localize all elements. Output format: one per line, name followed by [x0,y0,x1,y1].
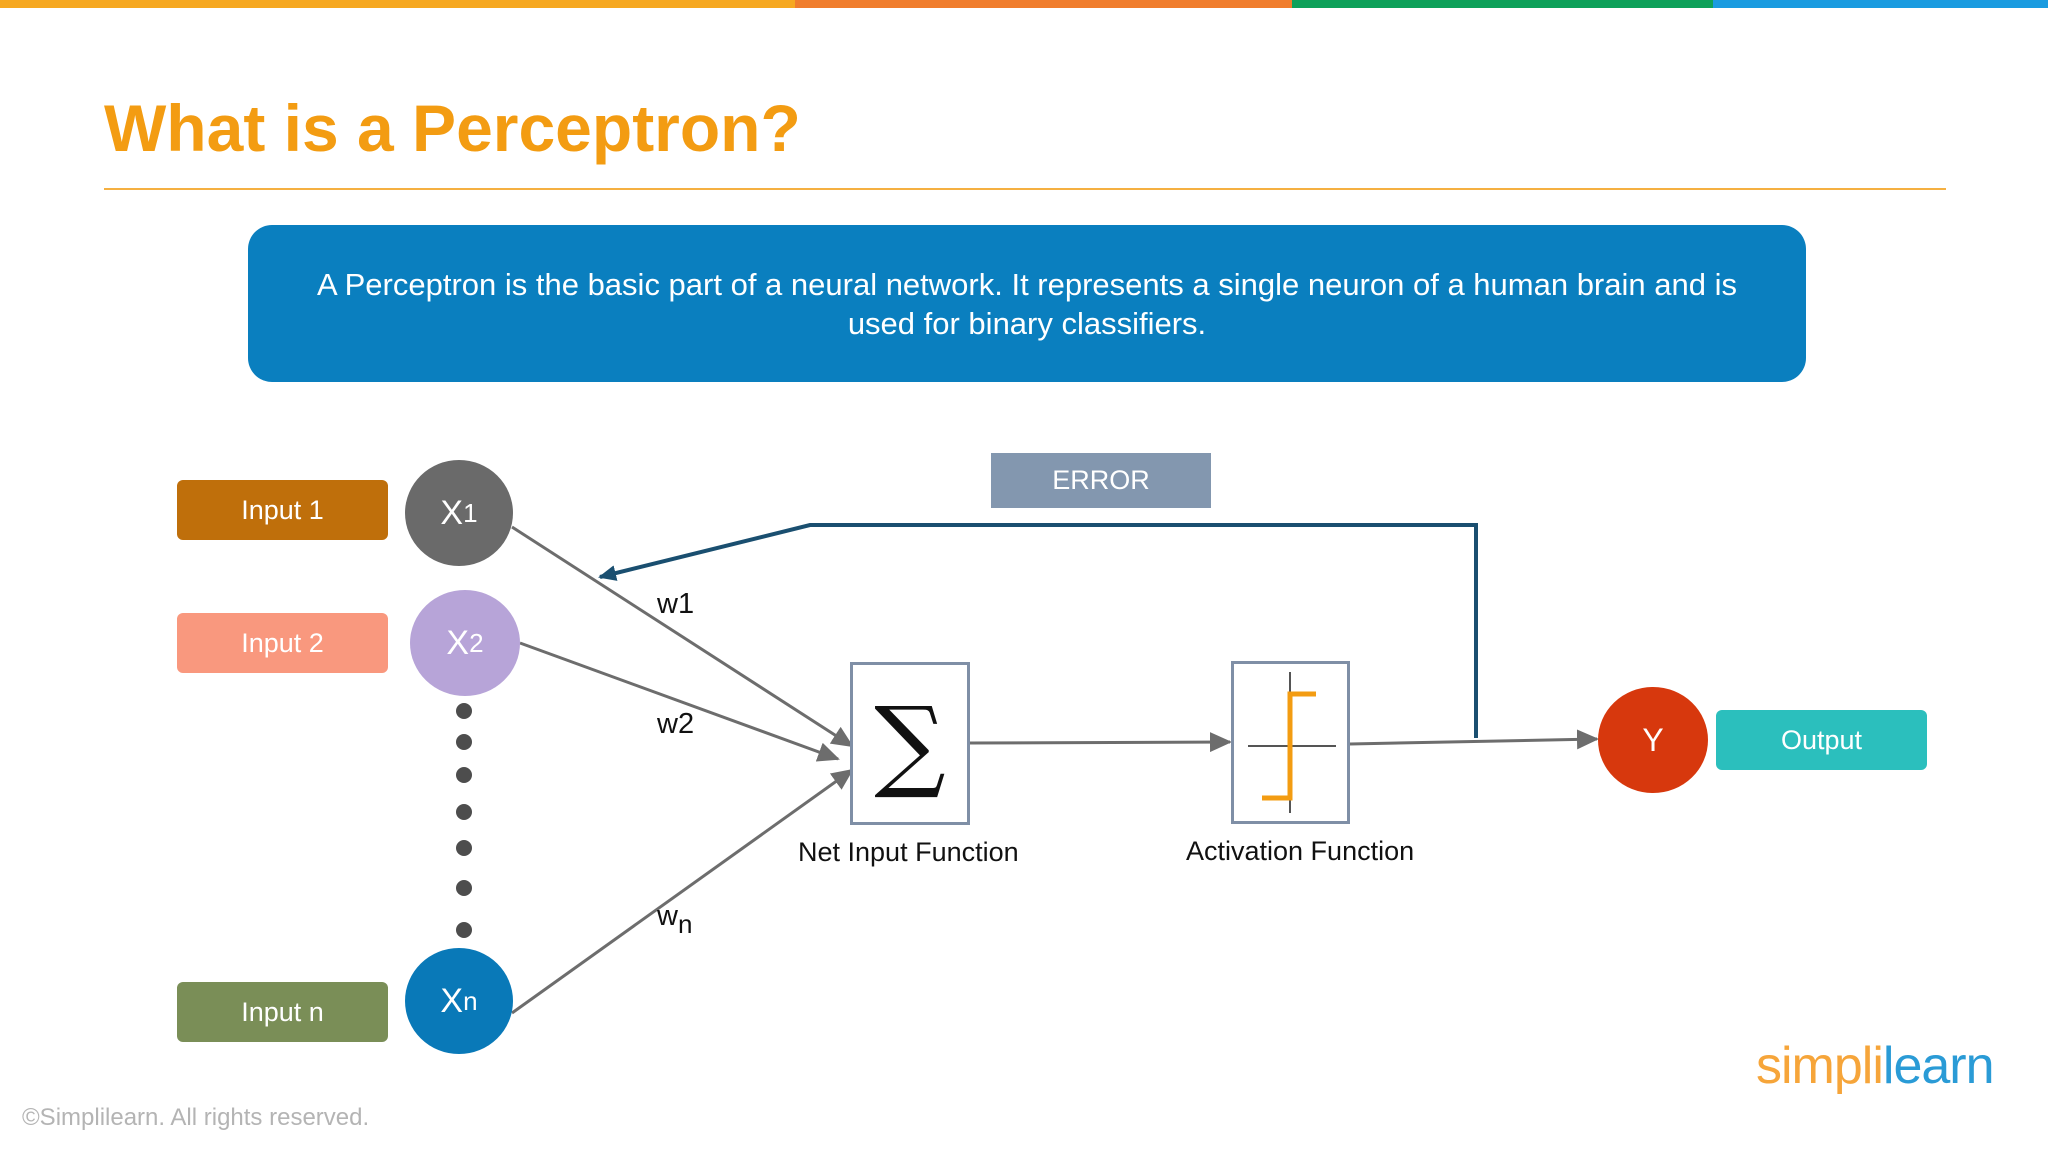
input-n-label: Input n [241,996,324,1027]
input-2-label: Input 2 [241,627,324,658]
copyright-text: ©Simplilearn. All rights reserved. [22,1104,370,1131]
input-n-box: Input n [177,982,388,1042]
output-box: Output [1716,710,1927,770]
input-2-box: Input 2 [177,613,388,673]
logo-part-i: i [1872,1037,1884,1095]
ellipsis-dot [456,734,472,750]
logo-part-learn: learn [1882,1037,1995,1095]
ellipsis-dot [456,767,472,783]
xn-to-sum-line [511,768,854,1015]
x1-to-sum-line [511,525,854,748]
top-color-strip [0,0,2048,8]
activation-function-caption: Activation Function [1186,836,1415,866]
x1-subscript: 1 [463,497,478,528]
ellipsis-dot [456,804,472,820]
input-1-label: Input 1 [241,494,324,525]
x2-to-sum-line [519,641,840,762]
definition-text: A Perceptron is the basic part of a neur… [317,266,1737,341]
simplilearn-logo: simplilearn [1756,1036,1995,1096]
error-feedback-line [598,523,1478,738]
weight-w2-label: w2 [657,708,695,740]
x1-var: X [440,493,464,532]
error-label: ERROR [1052,465,1150,495]
strip-segment-green [1292,0,1713,8]
step-function-graph [1248,672,1336,813]
sigma-symbol: ∑ [874,685,946,802]
strip-segment-orange [0,0,795,8]
definition-box: A Perceptron is the basic part of a neur… [248,225,1806,382]
strip-segment-blue [1713,0,2048,8]
weight-w1-label: w1 [657,588,695,620]
input-1-box: Input 1 [177,480,388,540]
activation-to-y-line [1349,729,1599,750]
xn-var: X [440,981,464,1020]
output-label: Output [1780,724,1863,755]
ellipsis-dot [456,840,472,856]
title-underline [104,188,1946,190]
weight-wn-label: wn [657,900,692,940]
x2-var: X [446,623,470,662]
activation-function-box [1231,661,1350,824]
net-input-function-caption: Net Input Function [798,837,1019,867]
ellipsis-dot [456,922,472,938]
logo-part-simpl: simpl [1756,1037,1873,1095]
strip-segment-red-orange [795,0,1292,8]
x2-subscript: 2 [469,627,484,658]
page-title: What is a Perceptron? [104,91,801,165]
sum-to-activation-line [969,732,1232,753]
ellipsis-dot [456,703,472,719]
net-input-function-box: ∑ [850,662,970,825]
weight-wn-base: w [657,900,678,932]
weight-wn-subscript: n [677,909,693,939]
ellipsis-dot [456,880,472,896]
error-label-box: ERROR [991,453,1211,508]
y-output-node: Y [1598,687,1708,793]
xn-subscript: n [463,985,478,1016]
